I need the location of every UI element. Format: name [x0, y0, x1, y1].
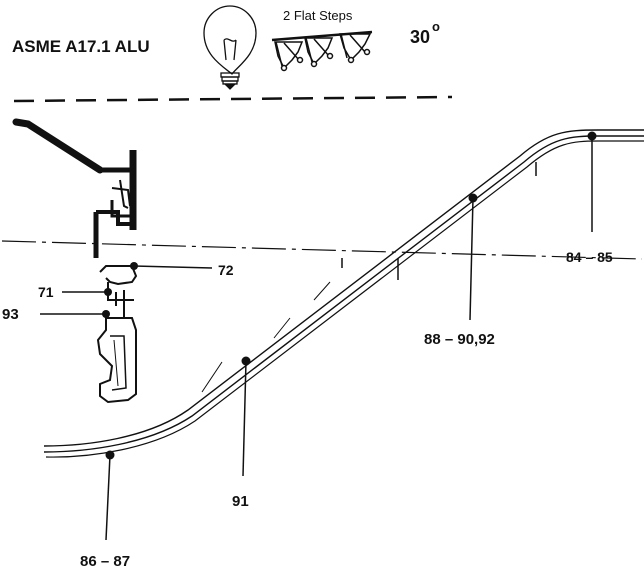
callout-84-85-leader [587, 131, 597, 232]
light-bulb-icon [203, 5, 257, 90]
callout-86-87-leader [105, 450, 115, 541]
callout-71-leader [62, 288, 112, 296]
callout-88-90-92: 88 – 90,92 [424, 331, 495, 348]
center-line [1, 240, 643, 260]
section-markers [341, 162, 537, 280]
dashed-separator [13, 95, 453, 103]
callout-72-leader [130, 262, 213, 270]
handrail-cross-section [12, 118, 138, 404]
callout-93: 93 [2, 306, 19, 323]
incline-angle: 30 [410, 27, 430, 47]
callout-91: 91 [232, 493, 249, 510]
incline-angle-unit: o [432, 19, 440, 34]
callout-88-90-92-leader [468, 193, 478, 321]
flat-steps-icon [271, 30, 373, 72]
handrail-path [43, 129, 644, 458]
callout-86-87: 86 – 87 [80, 553, 130, 570]
callout-71: 71 [38, 284, 54, 300]
callout-91-leader [241, 356, 251, 477]
callout-93-leader [40, 310, 110, 318]
callout-72: 72 [218, 262, 234, 278]
steps-label: 2 Flat Steps [283, 8, 353, 23]
diagram-title: ASME A17.1 ALU [12, 37, 150, 56]
callout-84-85: 84 – 85 [566, 249, 613, 265]
